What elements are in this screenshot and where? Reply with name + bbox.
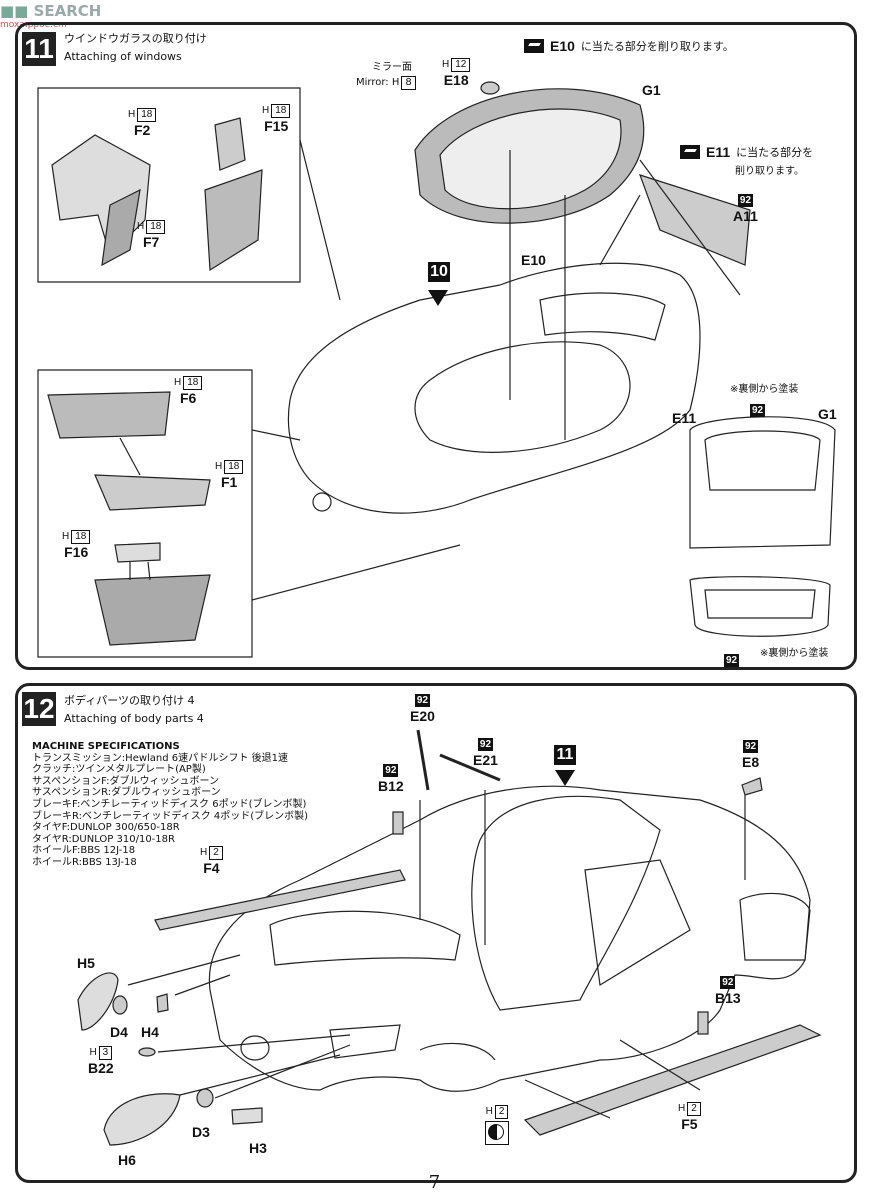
e11-callout: E11 に当たる部分を — [680, 144, 813, 160]
spec-line: ブレーキF:ベンチレーティッドディスク 6ポッド(ブレンボ製) — [32, 798, 307, 810]
part-b13: 92 B13 — [715, 976, 741, 1006]
scrape-marker-icon — [680, 145, 700, 159]
spec-line: ホイールF:BBS 12J-18 — [32, 845, 136, 857]
step-12-number: 12 — [22, 692, 56, 726]
scrape-marker-icon — [524, 39, 544, 53]
part-b12: 92 B12 — [378, 764, 404, 794]
mirror-label-jp: ミラー面 — [372, 62, 412, 73]
part-e20: 92 E20 — [410, 694, 435, 724]
part-e8: 92 E8 — [742, 740, 760, 770]
page-number: 7 — [428, 1172, 441, 1193]
spec-line: サスペンションR:ダブルウィッシュボーン — [32, 787, 221, 799]
spec-line: トランスミッション:Hewland 6速パドルシフト 後退1速 — [32, 752, 288, 764]
part-e11: E11 — [672, 410, 697, 426]
step-11-number: 11 — [22, 32, 56, 66]
part-h6: H6 — [118, 1152, 136, 1168]
part-h4: H4 — [141, 1024, 159, 1040]
step-12-panel — [15, 683, 857, 1183]
step-11-title-jp: ウインドウガラスの取り付け — [64, 32, 207, 45]
e10-callout: E10 に当たる部分を削り取ります。 — [524, 38, 734, 54]
spec-line: ホイールR:BBS 13J-18 — [32, 856, 137, 868]
part-h3: H3 — [249, 1140, 267, 1156]
spec-line: クラッチ:ツインメタルプレート(AP製) — [32, 764, 206, 776]
spec-line: サスペンションF:ダブルウィッシュボーン — [32, 775, 219, 787]
paint-note-2: ※裏側から塗装 — [760, 648, 829, 659]
part-g1: G1 — [642, 82, 661, 98]
part-e10: E10 — [521, 252, 546, 268]
part-d3: D3 — [192, 1124, 210, 1140]
step-11-title-en: Attaching of windows — [64, 50, 182, 63]
part-g1-detail: G1 — [818, 406, 837, 422]
e11-note-2: 削り取ります。 — [735, 166, 804, 177]
step-12-title-jp: ボディパーツの取り付け 4 — [64, 694, 195, 707]
spec-line: タイヤR:DUNLOP 310/10-18R — [32, 833, 175, 845]
step-11-panel — [15, 22, 857, 670]
part-h5: H5 — [77, 955, 95, 971]
part-d4: D4 — [110, 1024, 128, 1040]
spec-line: ブレーキR:ベンチレーティッドディスク 4ポッド(ブレンボ製) — [32, 810, 309, 822]
part-a11: 92 A11 — [733, 194, 758, 224]
step-ref-10: 10 — [428, 262, 450, 282]
two-tone-paint-icon — [485, 1121, 509, 1145]
watermark: ■■ SEARCH — [0, 2, 102, 20]
paint-code-1: 92 — [750, 404, 766, 417]
specs-heading: MACHINE SPECIFICATIONS — [32, 741, 180, 752]
watermark-sub: moxa.ppoe.cm — [0, 20, 67, 30]
machine-specifications: MACHINE SPECIFICATIONS トランスミッション:Hewland… — [32, 741, 308, 869]
paint-code-2: 92 — [724, 654, 740, 667]
paint-note-1: ※裏側から塗装 — [730, 384, 799, 395]
step-ref-11: 11 — [554, 745, 576, 765]
part-e21: 92 E21 — [473, 738, 498, 768]
step-12-title-en: Attaching of body parts 4 — [64, 712, 204, 725]
spec-line: タイヤF:DUNLOP 300/650-18R — [32, 822, 180, 834]
